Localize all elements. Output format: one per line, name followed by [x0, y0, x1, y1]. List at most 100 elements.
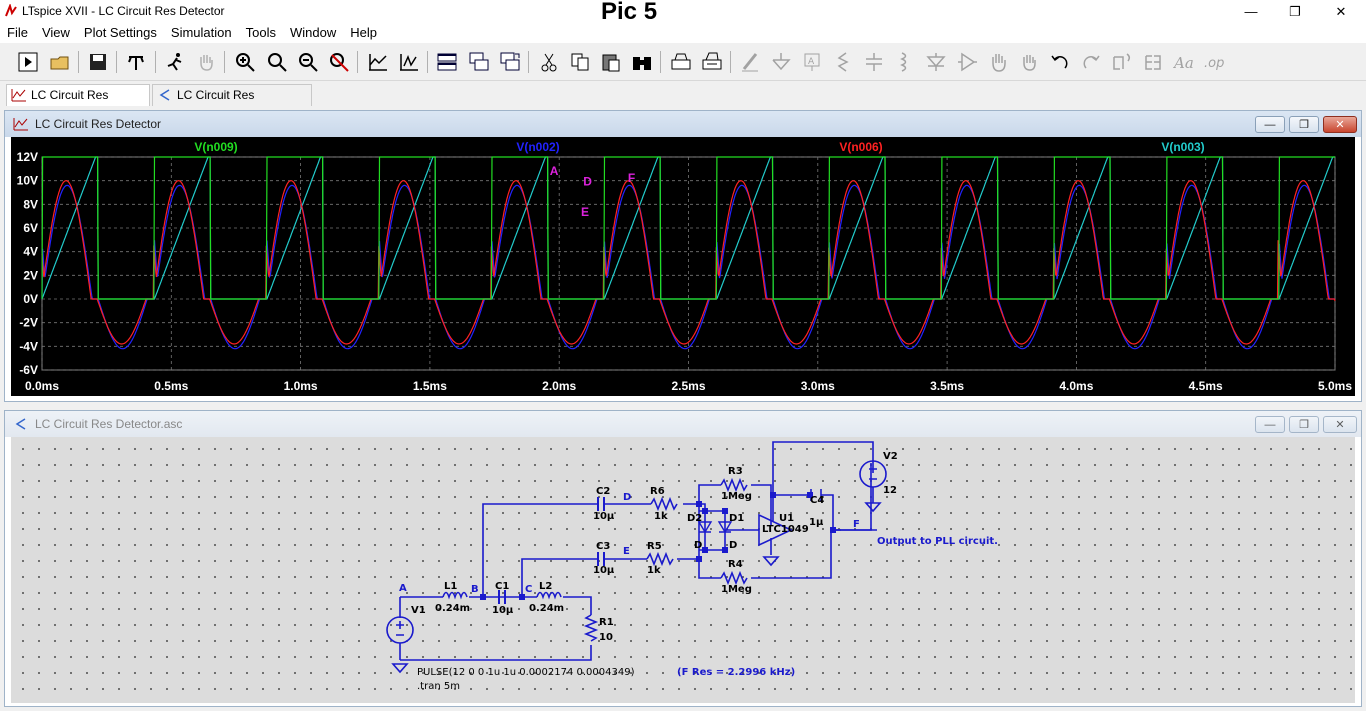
control-panel-button[interactable]	[123, 49, 149, 75]
tile-vertical-button[interactable]	[497, 49, 523, 75]
menu-view[interactable]: View	[41, 25, 70, 40]
copy-button[interactable]	[567, 49, 593, 75]
autorange-button[interactable]	[365, 49, 391, 75]
undo-button[interactable]	[1047, 49, 1073, 75]
rotate-button[interactable]	[1109, 49, 1135, 75]
capacitor-c2[interactable]	[597, 497, 605, 511]
save-button[interactable]	[85, 49, 111, 75]
tile-horizontal-button[interactable]	[434, 49, 460, 75]
schematic-wires	[386, 441, 887, 674]
minimize-button[interactable]: —	[1228, 0, 1274, 23]
schematic-window-titlebar: LC Circuit Res Detector.asc — ❐ ✕	[5, 411, 1361, 437]
tran-directive[interactable]: .tran 5m	[417, 681, 460, 692]
capacitor-c1[interactable]	[498, 590, 506, 604]
zoom-area-button[interactable]	[264, 49, 290, 75]
undo-icon	[1051, 55, 1068, 69]
schematic-minimize-button[interactable]: —	[1255, 416, 1285, 433]
pulse-directive[interactable]: PULSE(12 0 0 1u 1u 0.0002174 0.0004349)	[417, 667, 635, 678]
print-button[interactable]	[699, 49, 725, 75]
x-tick-label: 5.0ms	[1318, 379, 1352, 393]
y-tick-label: 0V	[23, 292, 38, 306]
capacitor-c3[interactable]	[597, 552, 605, 566]
inductor-button[interactable]	[892, 49, 918, 75]
ground-symbol	[391, 663, 409, 674]
label-d2: D2	[687, 513, 703, 524]
cascade-button[interactable]	[466, 49, 492, 75]
label-r1-value: 10	[599, 632, 613, 643]
redo-button[interactable]	[1078, 49, 1104, 75]
waveform-close-button[interactable]: ✕	[1323, 116, 1357, 133]
voltage-source-v1[interactable]	[386, 616, 414, 644]
resistor-r1[interactable]	[583, 614, 599, 642]
diode-d2[interactable]	[697, 521, 713, 534]
run-button[interactable]	[15, 49, 41, 75]
voltage-source-v2[interactable]	[859, 460, 887, 488]
inductor-l1[interactable]	[442, 591, 468, 600]
net-label-f[interactable]: F	[853, 519, 860, 530]
find-button[interactable]	[629, 49, 655, 75]
move-button[interactable]	[985, 49, 1011, 75]
net-label-a[interactable]: A	[399, 583, 407, 594]
diode-d1[interactable]	[717, 521, 733, 534]
paste-button[interactable]	[598, 49, 624, 75]
pan-button[interactable]	[193, 49, 219, 75]
output-label[interactable]: Output to PLL circuit.	[877, 536, 998, 547]
mirror-button[interactable]	[1140, 49, 1166, 75]
restore-button[interactable]: ❐	[1272, 0, 1318, 23]
net-label-b[interactable]: B	[471, 584, 479, 595]
schematic-canvas[interactable]: V1 L1 0.24m C1 10µ L2 0.24m R1 10 C2 10µ…	[11, 437, 1355, 703]
net-label-e[interactable]: E	[623, 546, 630, 557]
spice-directive-button[interactable]: .op	[1202, 49, 1228, 75]
waveform-restore-button[interactable]: ❐	[1289, 116, 1319, 133]
diode-button[interactable]	[923, 49, 949, 75]
component-button[interactable]	[954, 49, 980, 75]
print-setup-icon	[671, 53, 691, 70]
menu-file[interactable]: File	[7, 25, 28, 40]
zoom-in-button[interactable]	[232, 49, 258, 75]
diode-icon	[926, 53, 946, 71]
menu-tools[interactable]: Tools	[245, 25, 276, 40]
wire-button[interactable]	[737, 49, 763, 75]
label-d1: D1	[729, 513, 745, 524]
menu-window[interactable]: Window	[289, 25, 337, 40]
schematic-close-button[interactable]: ✕	[1323, 416, 1357, 433]
tab-waveform[interactable]: LC Circuit Res Detector	[6, 84, 150, 122]
print-setup-button[interactable]	[668, 49, 694, 75]
net-label-d-right[interactable]: D	[729, 540, 738, 551]
menu-simulation[interactable]: Simulation	[170, 25, 232, 40]
zoom-out-button[interactable]	[295, 49, 321, 75]
cut-button[interactable]	[536, 49, 562, 75]
net-label-d-left[interactable]: D	[694, 540, 703, 551]
tab-schematic[interactable]: LC Circuit Res Detector.asc	[152, 84, 312, 122]
pick-trace-button[interactable]	[396, 49, 422, 75]
inductor-l2[interactable]	[536, 591, 562, 600]
menu-plot-settings[interactable]: Plot Settings	[83, 25, 157, 40]
net-label-c[interactable]: C	[525, 584, 533, 595]
label-c2-value: 10µ	[593, 511, 615, 522]
capacitor-button[interactable]	[861, 49, 887, 75]
net-label-d[interactable]: D	[623, 492, 632, 503]
label-net-button[interactable]: A	[799, 49, 825, 75]
text-button[interactable]: Aa	[1171, 49, 1197, 75]
resistor-button[interactable]	[830, 49, 856, 75]
resistor-r3[interactable]	[720, 477, 748, 493]
schematic-restore-button[interactable]: ❐	[1289, 416, 1319, 433]
ground-button[interactable]	[768, 49, 794, 75]
menu-help[interactable]: Help	[350, 25, 377, 40]
waveform-minimize-button[interactable]: —	[1255, 116, 1285, 133]
zoom-cancel-button[interactable]	[326, 49, 352, 75]
schematic-icon	[159, 89, 170, 101]
open-button[interactable]	[47, 49, 73, 75]
resistor-r6[interactable]	[650, 496, 678, 512]
halt-button[interactable]	[162, 49, 188, 75]
open-icon	[50, 56, 69, 70]
drag-icon	[1023, 55, 1036, 71]
resistor-r4[interactable]	[720, 570, 748, 586]
close-button[interactable]: ✕	[1318, 0, 1364, 23]
resistor-r5[interactable]	[646, 551, 674, 567]
drag-button[interactable]	[1016, 49, 1042, 75]
y-tick-label: 2V	[23, 268, 38, 282]
fres-comment[interactable]: (F Res = 2.2996 kHz)	[677, 667, 796, 678]
